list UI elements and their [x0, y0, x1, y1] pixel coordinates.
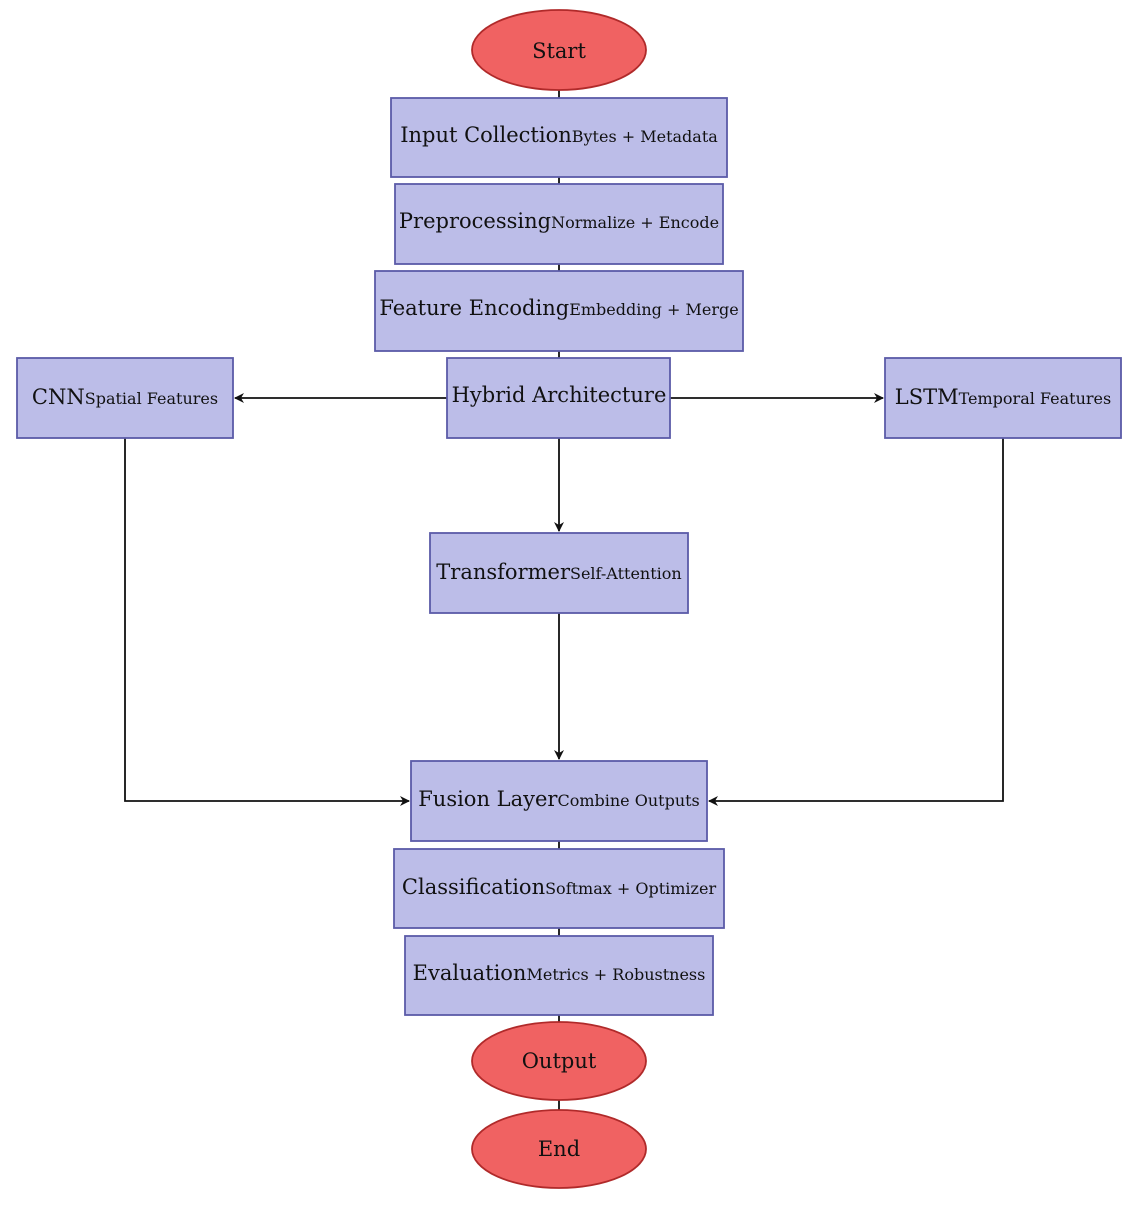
preprocessing-node: PreprocessingNormalize + Encode — [394, 183, 724, 265]
edge-lstm-fusion — [708, 438, 1004, 806]
node-subtitle: Softmax + Optimizer — [545, 879, 716, 898]
node-title: Feature Encoding — [379, 296, 569, 320]
cnn-text: CNNSpatial Features — [32, 385, 218, 409]
node-subtitle: Embedding + Merge — [569, 300, 739, 319]
node-title: Hybrid Architecture — [452, 383, 667, 407]
evaluation-node: EvaluationMetrics + Robustness — [404, 935, 714, 1016]
transformer-text: TransformerSelf-Attention — [436, 560, 681, 584]
node-subtitle: Self-Attention — [570, 564, 682, 583]
input-collection-text: Input CollectionBytes + Metadata — [400, 123, 718, 147]
output-node: Output — [471, 1021, 647, 1101]
node-title: Classification — [402, 875, 545, 899]
classification-node: ClassificationSoftmax + Optimizer — [393, 848, 725, 929]
node-title: CNN — [32, 385, 85, 409]
input-collection-node: Input CollectionBytes + Metadata — [390, 97, 728, 178]
evaluation-text: EvaluationMetrics + Robustness — [413, 961, 706, 985]
start-label: Start — [532, 39, 586, 63]
node-title: Input Collection — [400, 123, 572, 147]
output-label: Output — [522, 1049, 597, 1073]
node-subtitle: Temporal Features — [959, 389, 1112, 408]
node-subtitle: Metrics + Robustness — [526, 965, 705, 984]
fusion-layer-text: Fusion LayerCombine Outputs — [418, 787, 700, 811]
node-subtitle: Combine Outputs — [557, 791, 699, 810]
node-title: Fusion Layer — [418, 787, 558, 811]
node-subtitle: Normalize + Encode — [551, 213, 719, 232]
hybrid-architecture-text: Hybrid Architecture — [452, 383, 667, 407]
cnn-node: CNNSpatial Features — [16, 357, 234, 439]
end-node: End — [471, 1109, 647, 1189]
feature-encoding-node: Feature EncodingEmbedding + Merge — [374, 270, 744, 352]
node-subtitle: Bytes + Metadata — [572, 127, 719, 146]
lstm-text: LSTMTemporal Features — [895, 385, 1111, 409]
node-title: Transformer — [436, 560, 571, 584]
node-title: Preprocessing — [399, 209, 551, 233]
edges — [124, 90, 1004, 1110]
node-title: Evaluation — [413, 961, 527, 985]
feature-encoding-text: Feature EncodingEmbedding + Merge — [379, 296, 738, 320]
end-label: End — [538, 1137, 580, 1161]
classification-text: ClassificationSoftmax + Optimizer — [402, 875, 717, 899]
node-subtitle: Spatial Features — [85, 389, 218, 408]
fusion-layer-node: Fusion LayerCombine Outputs — [410, 760, 708, 842]
hybrid-architecture-node: Hybrid Architecture — [446, 357, 671, 439]
lstm-node: LSTMTemporal Features — [884, 357, 1122, 439]
edge-cnn-fusion — [124, 438, 410, 806]
transformer-node: TransformerSelf-Attention — [429, 532, 689, 614]
preprocessing-text: PreprocessingNormalize + Encode — [399, 209, 719, 233]
node-title: LSTM — [895, 385, 959, 409]
start-node: Start — [471, 9, 647, 91]
